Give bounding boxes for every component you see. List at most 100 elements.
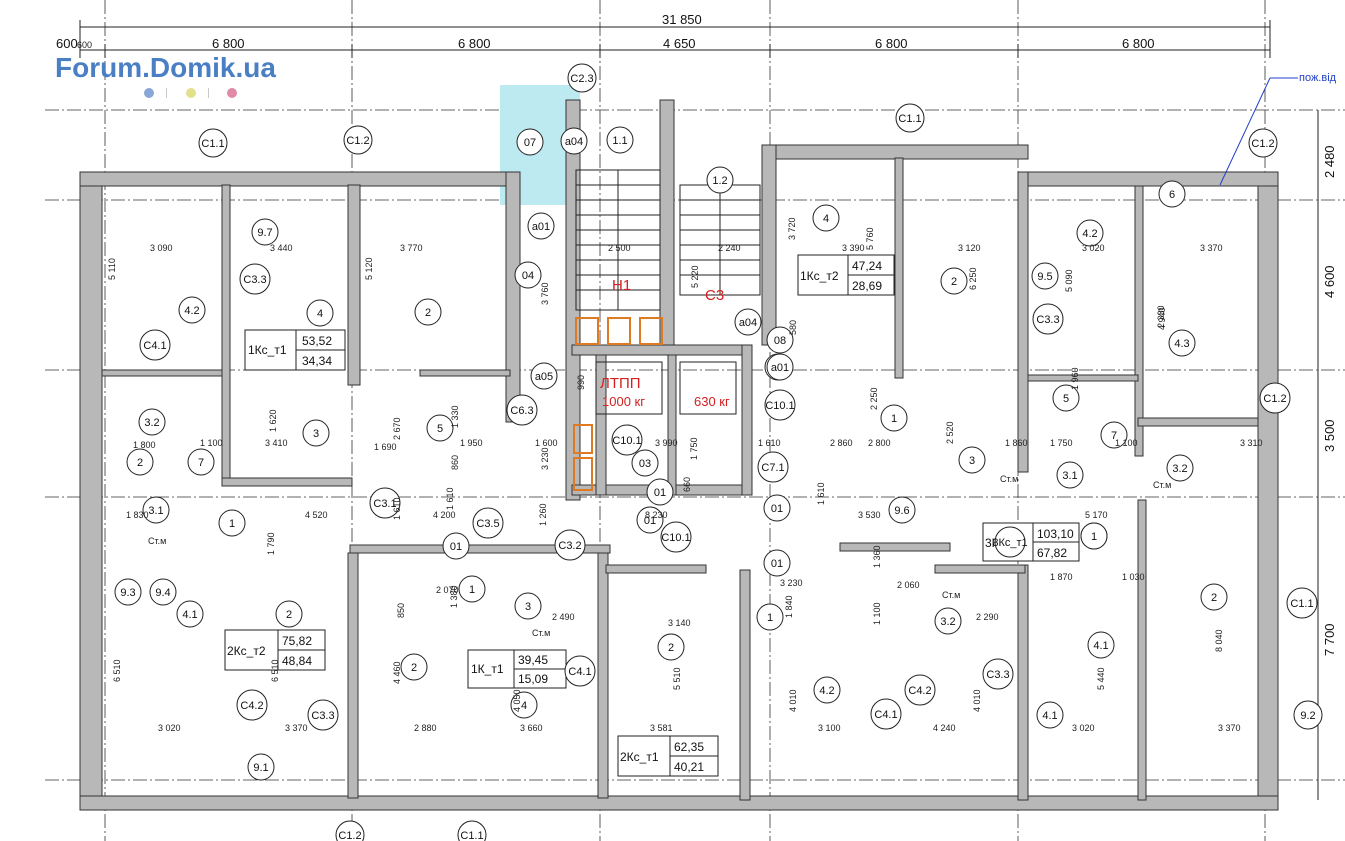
room-number: C1.1: [1286, 587, 1318, 619]
room-number: 4: [812, 204, 840, 232]
room-number: 9.3: [114, 578, 142, 606]
dimension-label: 3 100: [818, 723, 841, 733]
room-number: C10.1: [611, 424, 643, 456]
logo-dot-pink: [227, 88, 237, 98]
dim-span-5: 6 800: [875, 36, 908, 51]
apartment-type: 2Кс_т2: [227, 644, 266, 658]
room-number-text: а01: [532, 221, 550, 233]
room-number: 4.2: [813, 676, 841, 704]
dimension-label: 3 440: [270, 243, 293, 253]
dimension-label: 860: [450, 455, 460, 470]
room-number: 03: [631, 449, 659, 477]
dimension-label: 3 090: [150, 243, 173, 253]
room-number-text: 03: [639, 458, 651, 470]
dimension-label: 5 110: [107, 258, 117, 280]
dimension-label: Ст.м: [148, 536, 166, 546]
dimension-label: 5 510: [672, 667, 682, 690]
room-number-text: 4.2: [1082, 228, 1097, 240]
fire-note-label: пож.від: [1299, 72, 1337, 84]
room-number: C1.2: [1259, 382, 1291, 414]
top-dimensions: 31 850 600 6 800 6 800 4 650 6 800 6 800: [56, 12, 1271, 58]
room-number-text: 3Кс_т1: [992, 537, 1027, 549]
room-number: 9.1: [247, 753, 275, 781]
room-number: 2: [1200, 583, 1228, 611]
dimension-label: 3 230: [540, 447, 550, 470]
dim-span-2: 6 800: [212, 36, 245, 51]
dimension-label: 2 240: [718, 243, 741, 253]
apartment-tag-1: 1Кс_т1 53,52 34,34: [244, 329, 346, 371]
room-number: 08: [766, 326, 794, 354]
room-number: 3.2: [138, 408, 166, 436]
dimension-label: 1 100: [872, 602, 882, 625]
stair-2: [679, 184, 761, 296]
dimension-label: 2 060: [897, 580, 920, 590]
room-number-text: 1.2: [712, 175, 727, 187]
room-number: C4.1: [139, 329, 171, 361]
apartment-tag-4: 1К_т1 39,45 15,09: [467, 649, 567, 689]
room-number-text: 2: [668, 642, 674, 654]
room-number: 4.1: [1036, 701, 1064, 729]
room-number-text: 4.1: [1093, 640, 1108, 652]
dimension-label: 1 360: [872, 545, 882, 568]
room-number-text: 07: [524, 137, 536, 149]
section-label: C1.2: [335, 820, 365, 841]
room-number: 1.1: [606, 126, 634, 154]
room-number-text: 4: [317, 308, 323, 320]
section-label: C1.1: [457, 820, 487, 841]
dimension-label: 3 720: [787, 217, 797, 240]
dimension-label: 1 750: [689, 437, 699, 460]
room-number: 2: [414, 298, 442, 326]
room-number: 4: [510, 691, 538, 719]
room-number: 2: [657, 633, 685, 661]
room-number: 4.2: [1076, 219, 1104, 247]
dimension-label: 8 230: [645, 510, 668, 520]
room-number-text: 5: [1063, 393, 1069, 405]
room-number-text: 4: [823, 213, 829, 225]
forum-logo[interactable]: Forum.Domik.ua: [55, 52, 276, 83]
room-number-text: 9.5: [1037, 271, 1052, 283]
apartment-living: 67,82: [1037, 546, 1067, 560]
room-number: 1: [1080, 522, 1108, 550]
section-label: C1.2: [343, 125, 373, 155]
room-number-text: C4.1: [874, 709, 897, 721]
dimension-label: Ст.м: [532, 628, 550, 638]
room-number-text: 1: [891, 413, 897, 425]
room-number-text: 9.6: [894, 505, 909, 517]
room-number-text: C4.2: [240, 700, 263, 712]
room-number: а04: [560, 127, 588, 155]
room-number: 07: [516, 128, 544, 156]
dimension-label: 1 100: [1115, 438, 1138, 448]
dimension-label: 3 410: [265, 438, 288, 448]
dimension-label: 2 290: [976, 612, 999, 622]
room-number-text: C4.2: [908, 685, 931, 697]
room-number-text: 01: [654, 487, 666, 499]
section-label-text: C1.2: [1251, 138, 1274, 150]
interior-walls: [101, 157, 1259, 801]
room-number-text: 9.3: [120, 587, 135, 599]
dim-span-6: 6 800: [1122, 36, 1155, 51]
dimension-label: 1 750: [1050, 438, 1073, 448]
room-number: 3.2: [1166, 454, 1194, 482]
room-number-text: C3.5: [476, 518, 499, 530]
dimension-label: 2 670: [392, 417, 402, 440]
room-number-text: C6.3: [510, 405, 533, 417]
note-leader: [1219, 77, 1271, 186]
room-number: C3.3: [239, 263, 271, 295]
stair-1: [575, 169, 661, 311]
dimension-label: 3 120: [958, 243, 981, 253]
room-number: C3.5: [472, 507, 504, 539]
lift-capacity-2: 630 кг: [694, 394, 730, 409]
room-number-text: C7.1: [761, 462, 784, 474]
room-number-text: C10.1: [612, 435, 641, 447]
room-number-text: C1.1: [1290, 598, 1313, 610]
room-number-text: 4.1: [182, 609, 197, 621]
dimension-label: 4 010: [788, 689, 798, 712]
dim-right-2: 4 600: [1322, 265, 1337, 298]
dimension-label: Ст.м: [942, 590, 960, 600]
dimension-label: 1 800: [133, 440, 156, 450]
room-number-text: 2: [1211, 592, 1217, 604]
room-number: C10.1: [764, 389, 796, 421]
dim-total: 31 850: [662, 12, 702, 27]
apartment-type: 2Кс_т1: [620, 750, 659, 764]
